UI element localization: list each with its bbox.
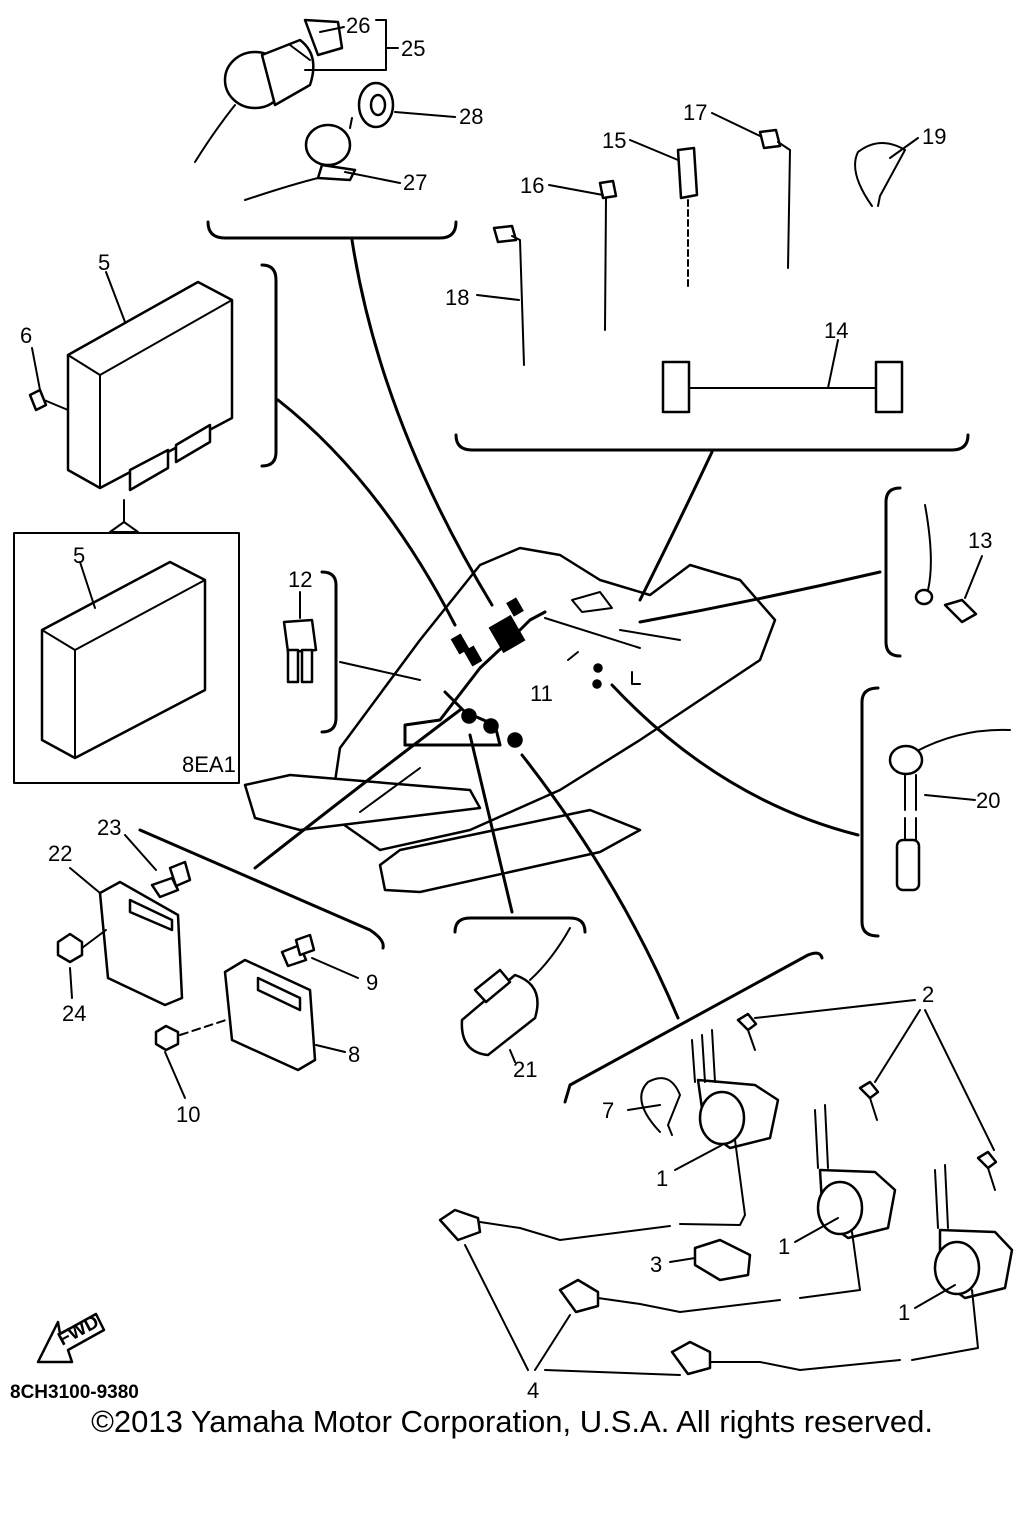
drawing-code: 8CH3100-9380 [10, 1382, 139, 1403]
callout-23: 23 [97, 815, 121, 840]
cdi-unit-inset [40, 560, 207, 760]
fuse-holder-group [282, 570, 338, 734]
callout-13: 13 [968, 528, 992, 553]
cdi-unit-group [28, 263, 278, 533]
group-bracket-12 [320, 570, 338, 734]
main-switch-group [194, 18, 458, 240]
callout-22: 22 [48, 841, 72, 866]
group-leaders [253, 238, 882, 1020]
sensor-group [860, 686, 1011, 938]
callout-2: 2 [922, 982, 934, 1007]
callout-8: 8 [348, 1042, 360, 1067]
inset-8ea1 [13, 532, 240, 784]
group-bracket-top-left [206, 220, 458, 240]
cord-holder-3 [693, 1238, 752, 1282]
callout-11: 11 [530, 681, 553, 706]
group-bracket-20 [860, 686, 880, 938]
callout-17: 17 [683, 100, 707, 125]
callout-1: 1 [778, 1234, 790, 1259]
relay [460, 973, 539, 1057]
callout-12: 12 [288, 567, 312, 592]
callout-24: 24 [62, 1001, 86, 1026]
callout-14: 14 [824, 318, 848, 343]
callout-4: 4 [527, 1378, 539, 1403]
sensor [888, 744, 924, 776]
callout-9: 9 [366, 970, 378, 995]
relay-group [453, 916, 587, 1063]
fuse-holder [282, 618, 318, 654]
nut-10 [154, 1024, 180, 1052]
nut-24 [56, 932, 84, 964]
group-bracket-21 [453, 916, 587, 934]
plug-cap-4c [670, 1340, 712, 1376]
rectifier-8 [223, 958, 317, 1072]
group-bracket-bottom-left [138, 828, 385, 950]
forward-arrow: FWD [36, 1312, 106, 1364]
callout-27: 27 [403, 170, 427, 195]
bolt-6 [28, 388, 48, 412]
group-bracket-top-right [454, 433, 970, 452]
screw-2c [976, 1150, 998, 1170]
screw-2b [858, 1080, 880, 1100]
callout-labels: 1 1 1 2 3 4 5 5 6 7 8 9 10 11 12 13 14 1… [10, 13, 1000, 1403]
coupler [488, 614, 526, 654]
rectifier-regulator-group [56, 828, 385, 1099]
callout-25: 25 [401, 36, 425, 61]
inset-label: 8EA1 [182, 752, 236, 777]
copyright-notice: ©2013 Yamaha Motor Corporation, U.S.A. A… [91, 1404, 933, 1439]
callout-18: 18 [445, 285, 469, 310]
callout-7: 7 [602, 1098, 614, 1123]
group-bracket-left [260, 263, 278, 468]
switch-27 [304, 123, 352, 167]
callout-26: 26 [346, 13, 370, 38]
callout-3: 3 [650, 1252, 662, 1277]
callout-5: 5 [98, 250, 110, 275]
callout-21: 21 [513, 1057, 537, 1082]
group-bracket-bottom-right [563, 951, 824, 1104]
group-bracket-13 [884, 486, 902, 658]
callout-1: 1 [656, 1166, 668, 1191]
bolt-13 [943, 598, 978, 624]
earth-bolt-group [884, 486, 983, 658]
callout-15: 15 [602, 128, 626, 153]
callout-10: 10 [176, 1102, 200, 1127]
band-clamp-group [454, 112, 970, 452]
callout-6: 6 [20, 323, 32, 348]
key [303, 18, 344, 57]
callout-1: 1 [898, 1300, 910, 1325]
inset-frame [13, 532, 240, 784]
chassis [243, 546, 777, 894]
bolt-23 [150, 876, 180, 899]
regulator-22 [98, 880, 184, 1007]
callout-28: 28 [459, 104, 483, 129]
callout-19: 19 [922, 124, 946, 149]
plug-cap-4b [558, 1278, 600, 1314]
callout-20: 20 [976, 788, 1000, 813]
band-holder-right [874, 360, 904, 414]
plug-cap-4a [438, 1208, 482, 1242]
ski-left [243, 773, 482, 832]
ignition-coil-group [438, 951, 1014, 1376]
screw-2a [736, 1012, 758, 1032]
band-holder-left [661, 360, 691, 414]
callout-16: 16 [520, 173, 544, 198]
callout-5: 5 [73, 543, 85, 568]
